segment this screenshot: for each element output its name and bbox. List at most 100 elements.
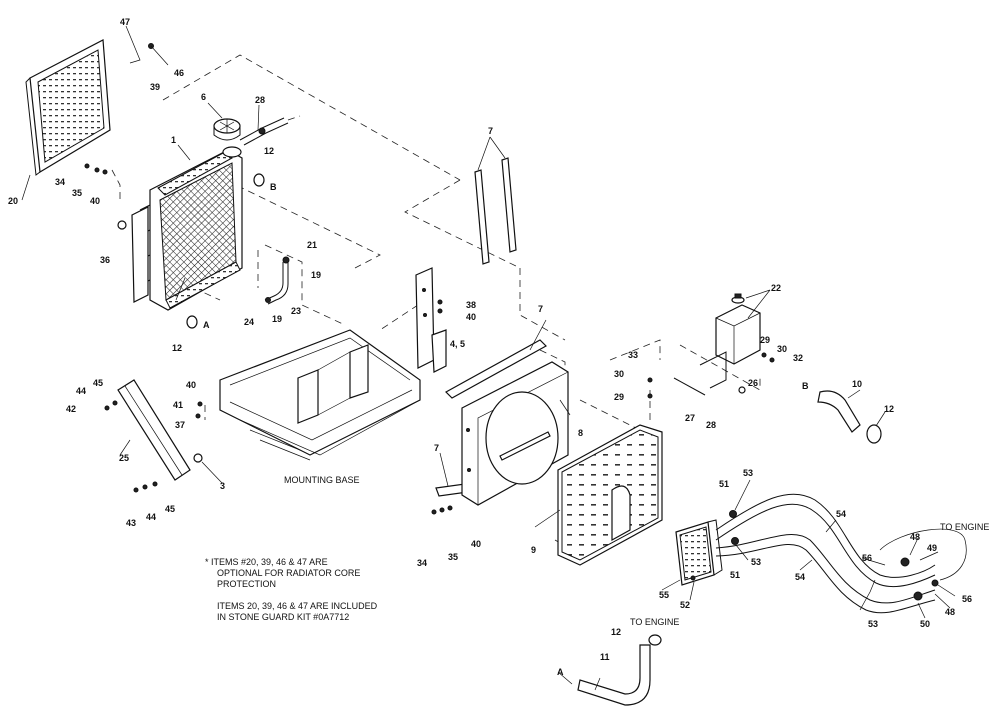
callout-8: 8 — [578, 428, 583, 438]
callout-21: 21 — [307, 240, 317, 250]
callout-38: 38 — [466, 300, 476, 310]
side-bracket — [415, 267, 447, 373]
callout-48a: 48 — [910, 532, 920, 542]
callout-10: 10 — [852, 379, 862, 389]
callout-22: 22 — [771, 283, 781, 293]
radiator-cap — [213, 118, 241, 141]
seal-strips — [435, 157, 547, 497]
callout-35b: 35 — [448, 552, 458, 562]
radiator — [131, 146, 243, 311]
note-line-2: OPTIONAL FOR RADIATOR CORE — [217, 568, 361, 578]
callout-50: 50 — [920, 619, 930, 629]
drain-hose — [264, 256, 290, 305]
callout-40d: 40 — [471, 539, 481, 549]
callout-42: 42 — [66, 404, 76, 414]
callout-44b: 44 — [146, 512, 156, 522]
callout-49: 49 — [927, 543, 937, 553]
callout-40a: 40 — [90, 196, 100, 206]
label-b-hose: B — [802, 381, 809, 391]
callout-48b: 48 — [945, 607, 955, 617]
callout-46: 46 — [174, 68, 184, 78]
callout-56b: 56 — [962, 594, 972, 604]
callout-43: 43 — [126, 518, 136, 528]
callout-19a: 19 — [311, 270, 321, 280]
callout-29b: 29 — [614, 392, 624, 402]
callout-32: 32 — [793, 353, 803, 363]
callouts: 47 46 39 6 28 1 12 B 34 35 40 20 36 21 1… — [8, 17, 989, 677]
callout-12b: 12 — [172, 343, 182, 353]
callout-30b: 30 — [614, 369, 624, 379]
to-engine-right: TO ENGINE — [940, 522, 989, 532]
callout-25: 25 — [119, 453, 129, 463]
leader-lines — [21, 25, 956, 691]
lower-hose — [577, 634, 662, 706]
callout-56a: 56 — [862, 553, 872, 563]
overflow-tube — [239, 115, 301, 146]
callout-23: 23 — [291, 306, 301, 316]
callout-27: 27 — [685, 413, 695, 423]
callout-35a: 35 — [72, 188, 82, 198]
callout-19b: 19 — [272, 314, 282, 324]
callout-3: 3 — [220, 481, 225, 491]
callout-52: 52 — [680, 600, 690, 610]
callout-34b: 34 — [417, 558, 427, 568]
callout-6: 6 — [201, 92, 206, 102]
callout-41: 41 — [173, 400, 183, 410]
mounting-base-label: MOUNTING BASE — [284, 475, 360, 485]
overflow-tank — [715, 293, 761, 365]
callout-11: 11 — [600, 652, 610, 662]
upper-hose — [817, 390, 882, 444]
callout-44a: 44 — [76, 386, 86, 396]
callout-36: 36 — [100, 255, 110, 265]
callout-12d: 12 — [611, 627, 621, 637]
callout-40c: 40 — [186, 380, 196, 390]
callout-54a: 54 — [836, 509, 846, 519]
callout-53a: 53 — [743, 468, 753, 478]
callout-12a: 12 — [264, 146, 274, 156]
mounting-base — [219, 329, 421, 461]
side-rail — [117, 379, 203, 481]
callout-7a: 7 — [488, 126, 493, 136]
callout-45b: 45 — [165, 504, 175, 514]
label-a-left: A — [557, 667, 564, 677]
label-b: B — [270, 182, 277, 192]
callout-53c: 53 — [868, 619, 878, 629]
callout-53b: 53 — [751, 557, 761, 567]
fan-shroud — [461, 361, 569, 506]
callout-7c: 7 — [434, 443, 439, 453]
callout-34a: 34 — [55, 177, 65, 187]
callout-4-5: 4, 5 — [450, 339, 465, 349]
callout-20: 20 — [8, 196, 18, 206]
optional-items-note: * ITEMS #20, 39, 46 & 47 ARE OPTIONAL FO… — [205, 557, 435, 623]
callout-33: 33 — [628, 350, 638, 360]
callout-28b: 28 — [706, 420, 716, 430]
callout-12c: 12 — [884, 404, 894, 414]
label-a: A — [203, 320, 210, 330]
callout-45a: 45 — [93, 378, 103, 388]
callout-24: 24 — [244, 317, 254, 327]
to-engine-bottom: TO ENGINE — [630, 617, 679, 627]
callout-55: 55 — [659, 590, 669, 600]
note-line-3: PROTECTION — [217, 579, 277, 589]
callout-30a: 30 — [777, 344, 787, 354]
callout-37: 37 — [175, 420, 185, 430]
callout-7b: 7 — [538, 304, 543, 314]
oil-cooler — [675, 519, 723, 586]
callout-51a: 51 — [719, 479, 729, 489]
clamp-a — [186, 315, 198, 329]
fan-guard-plate — [557, 424, 663, 566]
callout-28a: 28 — [255, 95, 265, 105]
note-line-5: IN STONE GUARD KIT #0A7712 — [217, 612, 350, 622]
callout-39: 39 — [150, 82, 160, 92]
callout-29a: 29 — [760, 335, 770, 345]
callout-26: 26 — [748, 378, 758, 388]
callout-54b: 54 — [795, 572, 805, 582]
note-line-4: ITEMS 20, 39, 46 & 47 ARE INCLUDED — [217, 601, 378, 611]
callout-47: 47 — [120, 17, 130, 27]
callout-40b: 40 — [466, 312, 476, 322]
callout-1: 1 — [171, 135, 176, 145]
callout-51b: 51 — [730, 570, 740, 580]
callout-9: 9 — [531, 545, 536, 555]
assembly-guide-lines — [111, 54, 761, 561]
